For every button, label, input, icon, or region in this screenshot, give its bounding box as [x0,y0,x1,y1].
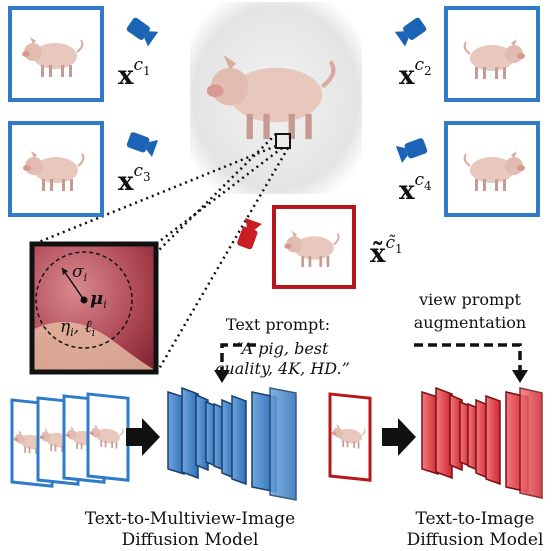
gaussian-zoom-inset [29,241,159,375]
multiview-model-caption-line-1: Text-to-Multiview-Image [85,509,295,529]
multiview-diffusion-network [167,386,297,501]
camera-icon-red [235,217,262,251]
label-sigma: σi [72,262,87,284]
augmentation-line-2: augmentation [414,313,526,332]
view-thumbnail-c2 [444,6,540,102]
multiview-input-stack [10,392,130,488]
prompt-arrow-head [214,370,230,383]
single-model-caption-line-2: Diffusion Model [407,530,544,550]
single-model-caption-line-1: Text-to-Image [416,509,535,529]
augmentation-line-1: view prompt [418,290,521,309]
input-arrow-icon [126,418,160,456]
augmentation-dashed-arrow [414,343,522,372]
single-diffusion-network [421,386,543,499]
camera-icon [125,130,159,157]
multiview-model-caption-line-2: Diffusion Model [122,530,259,550]
label-x-c3: xc3 [118,161,151,197]
view-thumbnail-c3 [8,121,104,217]
label-x-c4: xc4 [399,170,432,206]
single-input-arrow-icon [382,418,416,456]
prompt-line-1: “A pig, best [236,339,329,358]
camera-icon [125,15,159,47]
zoom-lines [33,133,290,375]
zoom-region-marker [275,133,291,149]
prompt-dashed-arrow [220,343,256,372]
camera-icon [395,136,429,163]
camera-icon [394,15,428,47]
single-view-input [328,392,372,482]
label-x-tilde-c1: x̃c̃1 [370,233,403,269]
prompt-heading: Text prompt: [226,315,330,334]
label-eta-ell: ηi, ℓi [60,317,95,339]
label-x-c2: xc2 [399,55,432,91]
augmented-view-thumbnail [272,205,356,289]
label-x-c1: xc1 [118,55,151,91]
augmentation-arrow-head [512,370,528,383]
prompt-line-2: quality, 4K, HD.” [214,359,350,378]
view-thumbnail-c1 [8,6,104,102]
label-mu: μi [90,288,107,311]
view-thumbnail-c4 [444,121,540,217]
